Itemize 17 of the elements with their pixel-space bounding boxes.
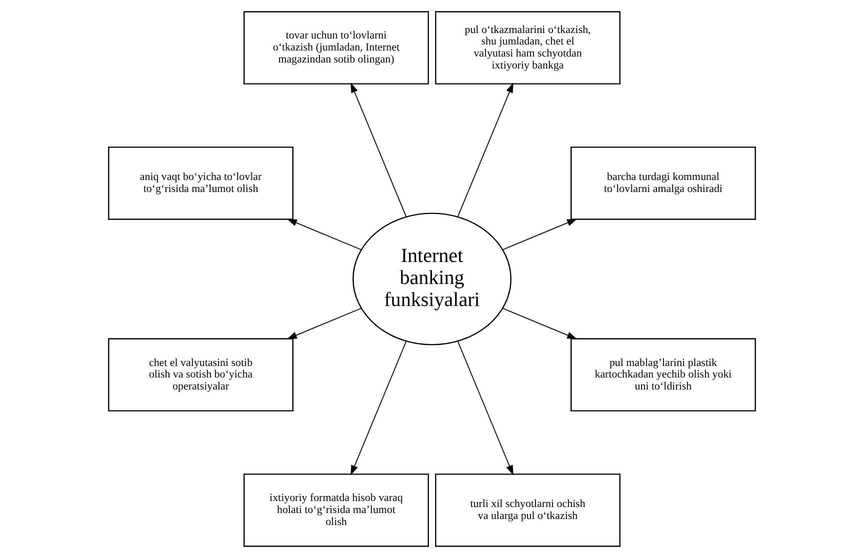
arrow <box>286 218 362 250</box>
node-box: chet el valyutasini sotib olish va sotish bo‘yicha operatsiyalar <box>108 338 294 412</box>
arrow <box>457 340 514 476</box>
arrow <box>457 82 514 218</box>
node-box: ixtiyoriy formatda hisob varaq holati to‘g‘risida ma’lumot olish <box>244 474 429 547</box>
arrow <box>350 82 407 218</box>
node-box: pul mablag’larini plastik kartochkadan yechib olish yoki uni to‘ldirish <box>570 338 756 412</box>
arrow <box>502 308 578 340</box>
arrow <box>286 308 362 340</box>
node-ellipse: Internet banking funksiyalari <box>352 212 512 346</box>
node-box: barcha turdagi kommunal to‘lovlarni amalga oshiradi <box>570 146 756 220</box>
node-box: pul o‘tkazmalarini o‘tkazish, shu jumladan, chet el valyutasi ham schyotdan ixtiyoriy bankga <box>435 11 620 84</box>
node-box: turli xil schyotlarni ochish va ularga pul o‘tkazish <box>435 474 620 547</box>
arrow <box>502 218 578 250</box>
arrow <box>350 340 407 476</box>
node-box: tovar uchun to‘lovlarni o‘tkazish (jumladan, Internet magazindan sotib olingan) <box>244 11 429 84</box>
node-box: aniq vaqt bo‘yicha to‘lovlar to‘g‘risida ma’lumot olish <box>108 146 294 220</box>
